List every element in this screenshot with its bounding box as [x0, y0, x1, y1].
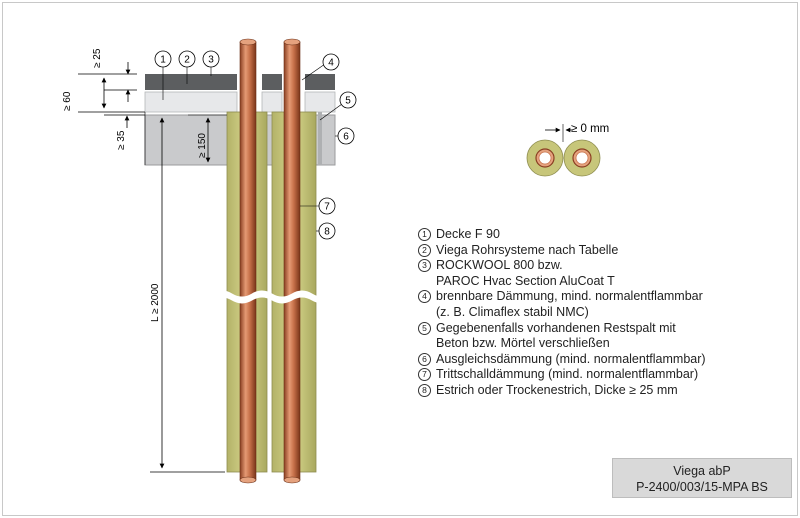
approval-stamp: Viega abP P-2400/003/15-MPA BS — [612, 458, 792, 498]
callout-2: 7 — [300, 197, 336, 215]
callout-4: 4 — [301, 53, 340, 81]
svg-text:4: 4 — [328, 58, 334, 69]
footfall-layer-right — [304, 91, 336, 113]
dim-gap: ≥ 0 mm — [571, 123, 609, 135]
footfall-middle — [261, 91, 283, 113]
callout-1: 6 — [335, 127, 355, 145]
screed-layer-right — [305, 74, 335, 90]
svg-text:3: 3 — [208, 55, 214, 66]
legend-item-4-cont: (z. B. Climaflex stabil NMC) — [436, 304, 589, 319]
screed-layer-mid — [262, 74, 282, 90]
break-line — [213, 290, 333, 304]
pipe-1 — [239, 41, 257, 481]
stamp-line-1: Viega abP — [673, 464, 731, 478]
svg-text:8: 8 — [324, 227, 330, 238]
callout-5: 5 — [319, 91, 357, 121]
dim-25: ≥ 25 — [92, 48, 103, 68]
stamp-line-2: P-2400/003/15-MPA BS — [636, 480, 768, 494]
leveling-layer — [144, 91, 238, 113]
screed-layer — [145, 74, 237, 90]
callout-8: 3 — [202, 50, 220, 76]
callout-3: 8 — [316, 222, 336, 240]
pipe-2 — [283, 41, 301, 481]
pipe-cross-section — [526, 124, 601, 177]
callout-7: 2 — [178, 50, 196, 84]
dim-length: L ≥ 2000 — [150, 283, 161, 322]
dim-60: ≥ 60 — [62, 91, 73, 111]
svg-text:6: 6 — [343, 132, 349, 143]
svg-text:2: 2 — [184, 55, 190, 66]
legend-item-5-cont: Beton bzw. Mörtel verschließen — [436, 336, 610, 351]
dim-150: ≥ 150 — [197, 133, 208, 158]
legend-item-3-cont: PAROC Hvac Section AluCoat T — [436, 273, 615, 288]
svg-text:7: 7 — [324, 202, 330, 213]
dim-35: ≥ 35 — [116, 130, 127, 150]
svg-text:5: 5 — [345, 96, 351, 107]
svg-text:1: 1 — [160, 55, 166, 66]
residual-gap-fill — [318, 112, 322, 165]
callout-6: 1 — [154, 50, 172, 100]
